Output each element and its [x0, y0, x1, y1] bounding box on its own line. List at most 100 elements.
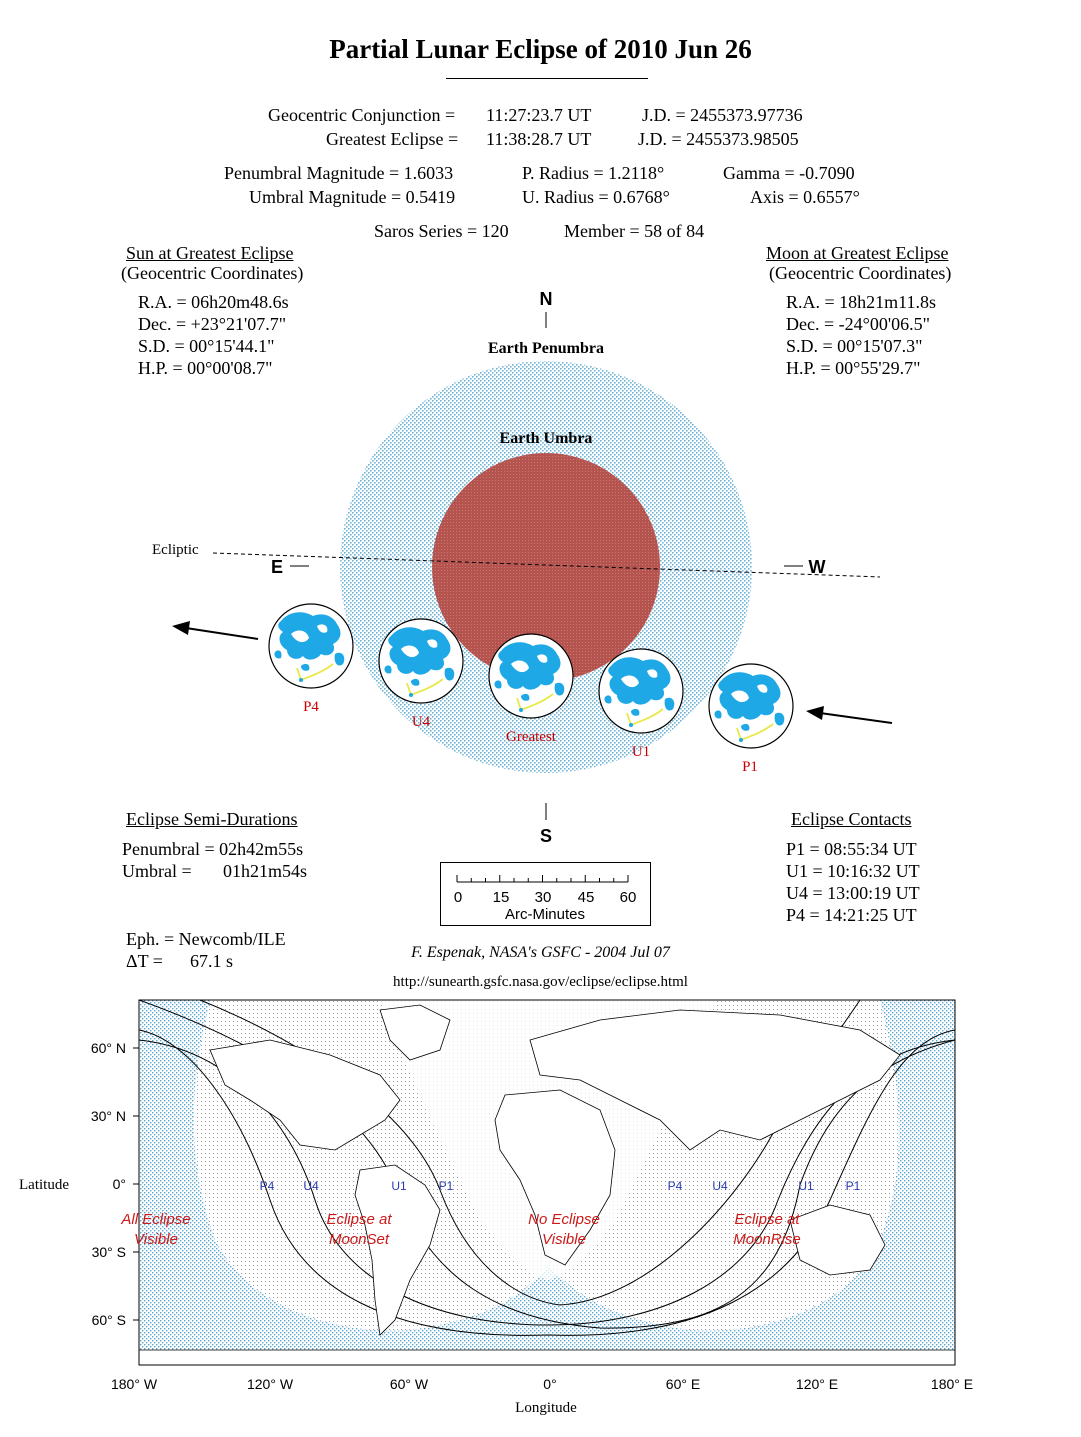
moon-p4	[268, 603, 354, 689]
moon-heading: Moon at Greatest Eclipse	[766, 243, 949, 263]
map-curve-label-u1-east: U1	[798, 1179, 814, 1193]
east-label: E	[271, 557, 283, 577]
moon-coordinates: R.A. = 18h21m11.8s Dec. = -24°00'06.5" S…	[786, 291, 936, 379]
lon-tick-60e: 60° E	[666, 1376, 700, 1392]
moon-dec: Dec. = -24°00'06.5"	[786, 314, 930, 334]
gamma-value: Gamma = -0.7090	[723, 163, 855, 183]
map-curve-label-p1-east: P1	[846, 1179, 861, 1193]
sun-ra: R.A. = 06h20m48.6s	[138, 292, 289, 312]
credit: F. Espenak, NASA's GSFC - 2004 Jul 07	[411, 944, 670, 961]
region-moonrise-line1: Eclipse at	[734, 1211, 800, 1228]
scale-tick-30: 30	[535, 889, 552, 906]
moon-u4	[378, 618, 464, 704]
eclipse-diagram: N S E W Earth Penumbra Earth Umbra Eclip…	[152, 289, 893, 846]
semi-duration-penumbral: Penumbral = 02h42m55s	[122, 839, 304, 859]
greenland	[379, 1004, 451, 1061]
region-moonset-line2: MoonSet	[329, 1231, 390, 1248]
africa	[494, 1089, 616, 1266]
axis-value: Axis = 0.6557°	[750, 187, 860, 207]
eclipse-visible-zone	[139, 1000, 955, 1365]
sun-hp: H.P. = 00°00'08.7"	[138, 358, 273, 378]
lon-tick-60w: 60° W	[390, 1376, 429, 1392]
ecliptic-label: Ecliptic	[152, 542, 199, 558]
moon-label-u1: U1	[632, 744, 650, 760]
map-curve-label-p4-east: P4	[668, 1179, 683, 1193]
continents	[139, 1004, 955, 1365]
south-label: S	[540, 826, 552, 846]
source-url: http://sunearth.gsfc.nasa.gov/eclipse/ec…	[393, 974, 688, 990]
umbral-magnitude: Umbral Magnitude = 0.5419	[249, 187, 456, 207]
earth-umbra	[432, 453, 660, 681]
region-moonrise-line2: MoonRise	[733, 1231, 801, 1248]
lon-tick-120e: 120° E	[796, 1376, 838, 1392]
lon-tick-120w: 120° W	[247, 1376, 294, 1392]
scale-tick-45: 45	[578, 889, 595, 906]
contact-p1: P1 = 08:55:34 UT	[786, 839, 917, 859]
motion-arrow-left	[172, 621, 259, 640]
scale-bar: 0 15 30 45 60 Arc-Minutes	[440, 862, 651, 926]
contacts-list: P1 = 08:55:34 UT U1 = 10:16:32 UT U4 = 1…	[786, 838, 920, 926]
scale-tick-0: 0	[454, 889, 462, 906]
north-label: N	[540, 289, 553, 309]
lon-tick-0: 0°	[543, 1376, 556, 1392]
australia	[789, 1204, 886, 1276]
moon-u1	[598, 648, 684, 734]
moon-ra: R.A. = 18h21m11.8s	[786, 292, 936, 312]
moon-label-p1: P1	[742, 759, 758, 775]
penumbral-magnitude: Penumbral Magnitude = 1.6033	[224, 163, 454, 183]
map-curve-label-u4-east: U4	[712, 1179, 728, 1193]
scale-tick-15: 15	[493, 889, 510, 906]
semi-durations-heading: Eclipse Semi-Durations	[126, 809, 298, 829]
sun-heading: Sun at Greatest Eclipse	[126, 243, 294, 263]
region-all-eclipse-line1: All Eclipse	[120, 1211, 190, 1228]
moon-label-u4: U4	[412, 714, 431, 730]
penumbra-label: Earth Penumbra	[488, 340, 604, 357]
moon-label-greatest: Greatest	[506, 729, 557, 745]
sun-coordinates: R.A. = 06h20m48.6s Dec. = +23°21'07.7" S…	[138, 291, 289, 379]
lon-tick-180w: 180° W	[111, 1376, 158, 1392]
lat-tick-0: 0°	[113, 1176, 126, 1192]
greatest-label: Greatest Eclipse =	[326, 129, 459, 149]
map-curve-label-p1-west: P1	[439, 1179, 454, 1193]
delta-t-value: 67.1 s	[190, 951, 234, 971]
saros-series: Saros Series = 120	[374, 221, 509, 241]
region-moonset-line1: Eclipse at	[326, 1211, 392, 1228]
map-curve-label-u1-west: U1	[391, 1179, 407, 1193]
umbral-radius: U. Radius = 0.6768°	[522, 187, 670, 207]
umbra-label: Earth Umbra	[500, 430, 593, 447]
region-no-eclipse-line2: Visible	[542, 1231, 586, 1248]
region-all-eclipse-line2: Visible	[134, 1231, 178, 1248]
semi-duration-umbral-label: Umbral =	[122, 861, 192, 881]
sun-sd: S.D. = 00°15'44.1"	[138, 336, 275, 356]
ephemeris: Eph. = Newcomb/ILE	[126, 929, 286, 949]
lon-tick-180e: 180° E	[931, 1376, 973, 1392]
lat-tick-30s: 30° S	[92, 1244, 126, 1260]
conjunction-time: 11:27:23.7 UT	[486, 105, 592, 125]
penumbral-radius: P. Radius = 1.2118°	[522, 163, 665, 183]
saros-member: Member = 58 of 84	[564, 221, 705, 241]
moon-sd: S.D. = 00°15'07.3"	[786, 336, 923, 356]
moon-p1	[708, 663, 794, 749]
sun-dec: Dec. = +23°21'07.7"	[138, 314, 287, 334]
ecliptic-line	[212, 552, 881, 578]
map-curve-label-p4-west: P4	[260, 1179, 275, 1193]
map-xlabel: Longitude	[515, 1400, 577, 1416]
scale-caption: Arc-Minutes	[505, 906, 585, 923]
contact-u1: U1 = 10:16:32 UT	[786, 861, 920, 881]
contact-p4: P4 = 14:21:25 UT	[786, 905, 917, 925]
title-underline	[446, 78, 648, 79]
conjunction-jd: J.D. = 2455373.97736	[642, 105, 803, 125]
moon-hp: H.P. = 00°55'29.7"	[786, 358, 921, 378]
motion-arrow-right	[806, 706, 893, 724]
lat-tick-60s: 60° S	[92, 1312, 126, 1328]
north-america	[209, 1039, 401, 1151]
map-curve-label-u4-west: U4	[303, 1179, 319, 1193]
greatest-time: 11:38:28.7 UT	[486, 129, 592, 149]
south-america	[354, 1164, 441, 1336]
map-ylabel: Latitude	[19, 1177, 69, 1193]
scale-tick-60: 60	[620, 889, 637, 906]
antarctica	[139, 1349, 955, 1365]
region-no-eclipse-line1: No Eclipse	[528, 1211, 600, 1228]
conjunction-label: Geocentric Conjunction =	[268, 105, 456, 125]
moon-subheading: (Geocentric Coordinates)	[769, 263, 952, 283]
